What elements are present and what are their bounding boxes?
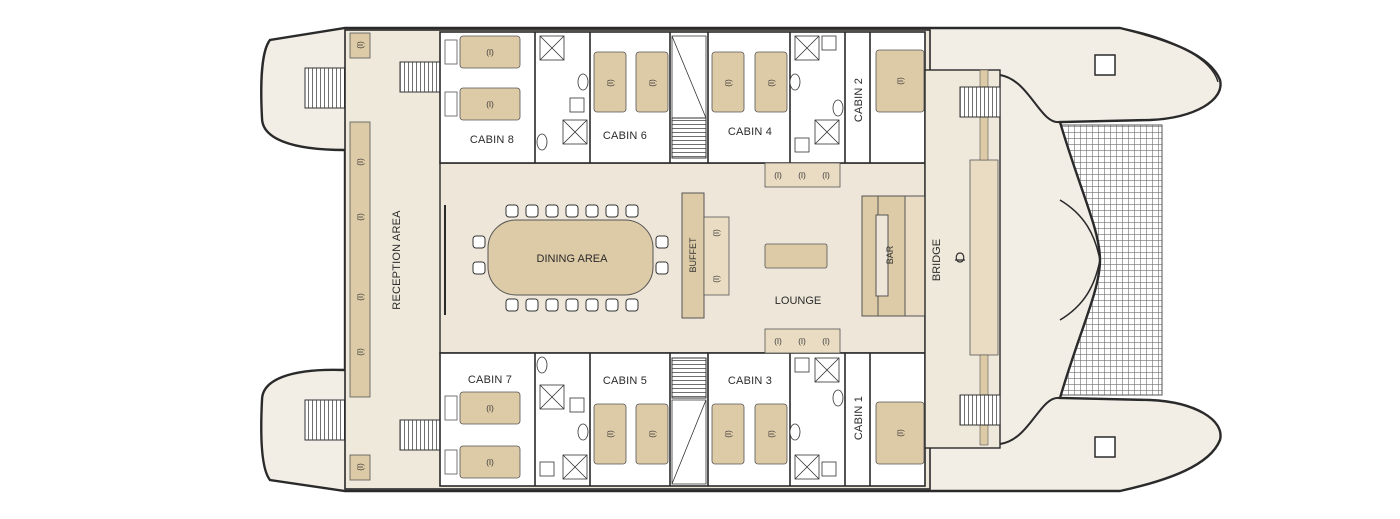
cabin-4-label: CABIN 4 (728, 126, 772, 138)
reception-bench-long (349, 121, 371, 398)
lounge-coffee-table (764, 243, 828, 269)
lounge-sofa-left (703, 216, 730, 296)
bed-mark: (I) (606, 79, 615, 87)
lounge-sofa-top (764, 162, 841, 188)
bed-mark: (I) (648, 430, 657, 438)
reception-bench-top (349, 32, 371, 59)
bed-mark: (I) (486, 458, 494, 467)
cabin-3-label: CABIN 3 (728, 375, 772, 387)
bed-mark: (I) (724, 430, 733, 438)
reception-area-label: RECEPTION AREA (391, 210, 403, 310)
bed (711, 51, 745, 113)
seat-mark: (I) (712, 229, 721, 237)
bed (593, 403, 627, 465)
hatch-bottom (1094, 436, 1116, 458)
bed-mark: (I) (724, 79, 733, 87)
bed-mark: (I) (648, 79, 657, 87)
seat-mark: (I) (774, 171, 782, 180)
bed (635, 51, 669, 113)
seat-mark: (I) (822, 171, 830, 180)
bar-label: BAR (885, 245, 895, 264)
cabin-8-label: CABIN 8 (470, 134, 514, 146)
dining-area-label: DINING AREA (537, 253, 609, 265)
helm-icon (955, 252, 965, 263)
seat-mark: (I) (798, 337, 806, 346)
seat-mark: (I) (356, 463, 365, 471)
bed (459, 35, 521, 69)
seat-mark: (I) (356, 213, 365, 221)
bed (459, 445, 521, 479)
cabin-2-label: CABIN 2 (853, 78, 865, 122)
seat-mark: (I) (774, 337, 782, 346)
seat-mark: (I) (356, 158, 365, 166)
pillow (444, 395, 458, 421)
bed-mark: (I) (486, 100, 494, 109)
pillow (444, 91, 458, 117)
bed (459, 87, 521, 121)
seat-mark: (I) (356, 348, 365, 356)
bed-mark: (I) (486, 404, 494, 413)
bridge-stairs-bottom (959, 394, 1001, 426)
bed (635, 403, 669, 465)
bow-line-top (1119, 27, 1219, 83)
bed-mark: (I) (767, 430, 776, 438)
hatch-top (1094, 54, 1116, 76)
dining-table (487, 219, 654, 296)
bed (875, 401, 925, 465)
stair-landing-bottom (671, 399, 707, 485)
reception-stairs-bottom (399, 419, 441, 451)
front-deck-curve (1059, 199, 1101, 321)
central-stairs-top (671, 117, 707, 159)
cabin-walls-top (534, 32, 871, 163)
bow-line-bottom-inner (999, 396, 1061, 445)
seat-mark: (I) (356, 41, 365, 49)
pillow (444, 449, 458, 475)
lounge-sofa-bottom (764, 328, 841, 354)
bar-back (904, 195, 926, 317)
aft-stairs-bottom (304, 399, 346, 441)
reception-stairs-top (399, 61, 441, 93)
bathroom-fixtures (536, 35, 844, 480)
dining-chairs (472, 204, 669, 312)
reception-bench-bottom (349, 454, 371, 481)
cabin-walls-bottom (534, 353, 871, 486)
bed (875, 49, 925, 113)
pillow (444, 39, 458, 65)
stair-landing-top (671, 35, 707, 119)
seat-mark: (I) (822, 337, 830, 346)
bed (754, 403, 788, 465)
bow-line-top-inner (999, 74, 1061, 124)
bridge-stairs-top (959, 86, 1001, 118)
bed-mark: (I) (606, 430, 615, 438)
cabin-1-label: CABIN 1 (853, 396, 865, 440)
bed (754, 51, 788, 113)
lounge-label: LOUNGE (775, 295, 821, 307)
central-stairs-bottom (671, 357, 707, 399)
bed (593, 51, 627, 113)
cabin-7-label: CABIN 7 (468, 374, 512, 386)
bed-mark: (I) (896, 429, 905, 437)
bed-mark: (I) (486, 48, 494, 57)
bed-mark: (I) (896, 77, 905, 85)
seat-mark: (I) (798, 171, 806, 180)
aft-stairs-top (304, 67, 346, 109)
cabin-5-label: CABIN 5 (603, 375, 647, 387)
bed-mark: (I) (767, 79, 776, 87)
seat-mark: (I) (356, 293, 365, 301)
bridge-console (969, 159, 999, 356)
cabin-6-label: CABIN 6 (603, 130, 647, 142)
bed (711, 403, 745, 465)
seat-mark: (I) (712, 275, 721, 283)
bridge-label: BRIDGE (931, 239, 943, 281)
buffet-label: BUFFET (688, 237, 698, 273)
bed (459, 391, 521, 425)
